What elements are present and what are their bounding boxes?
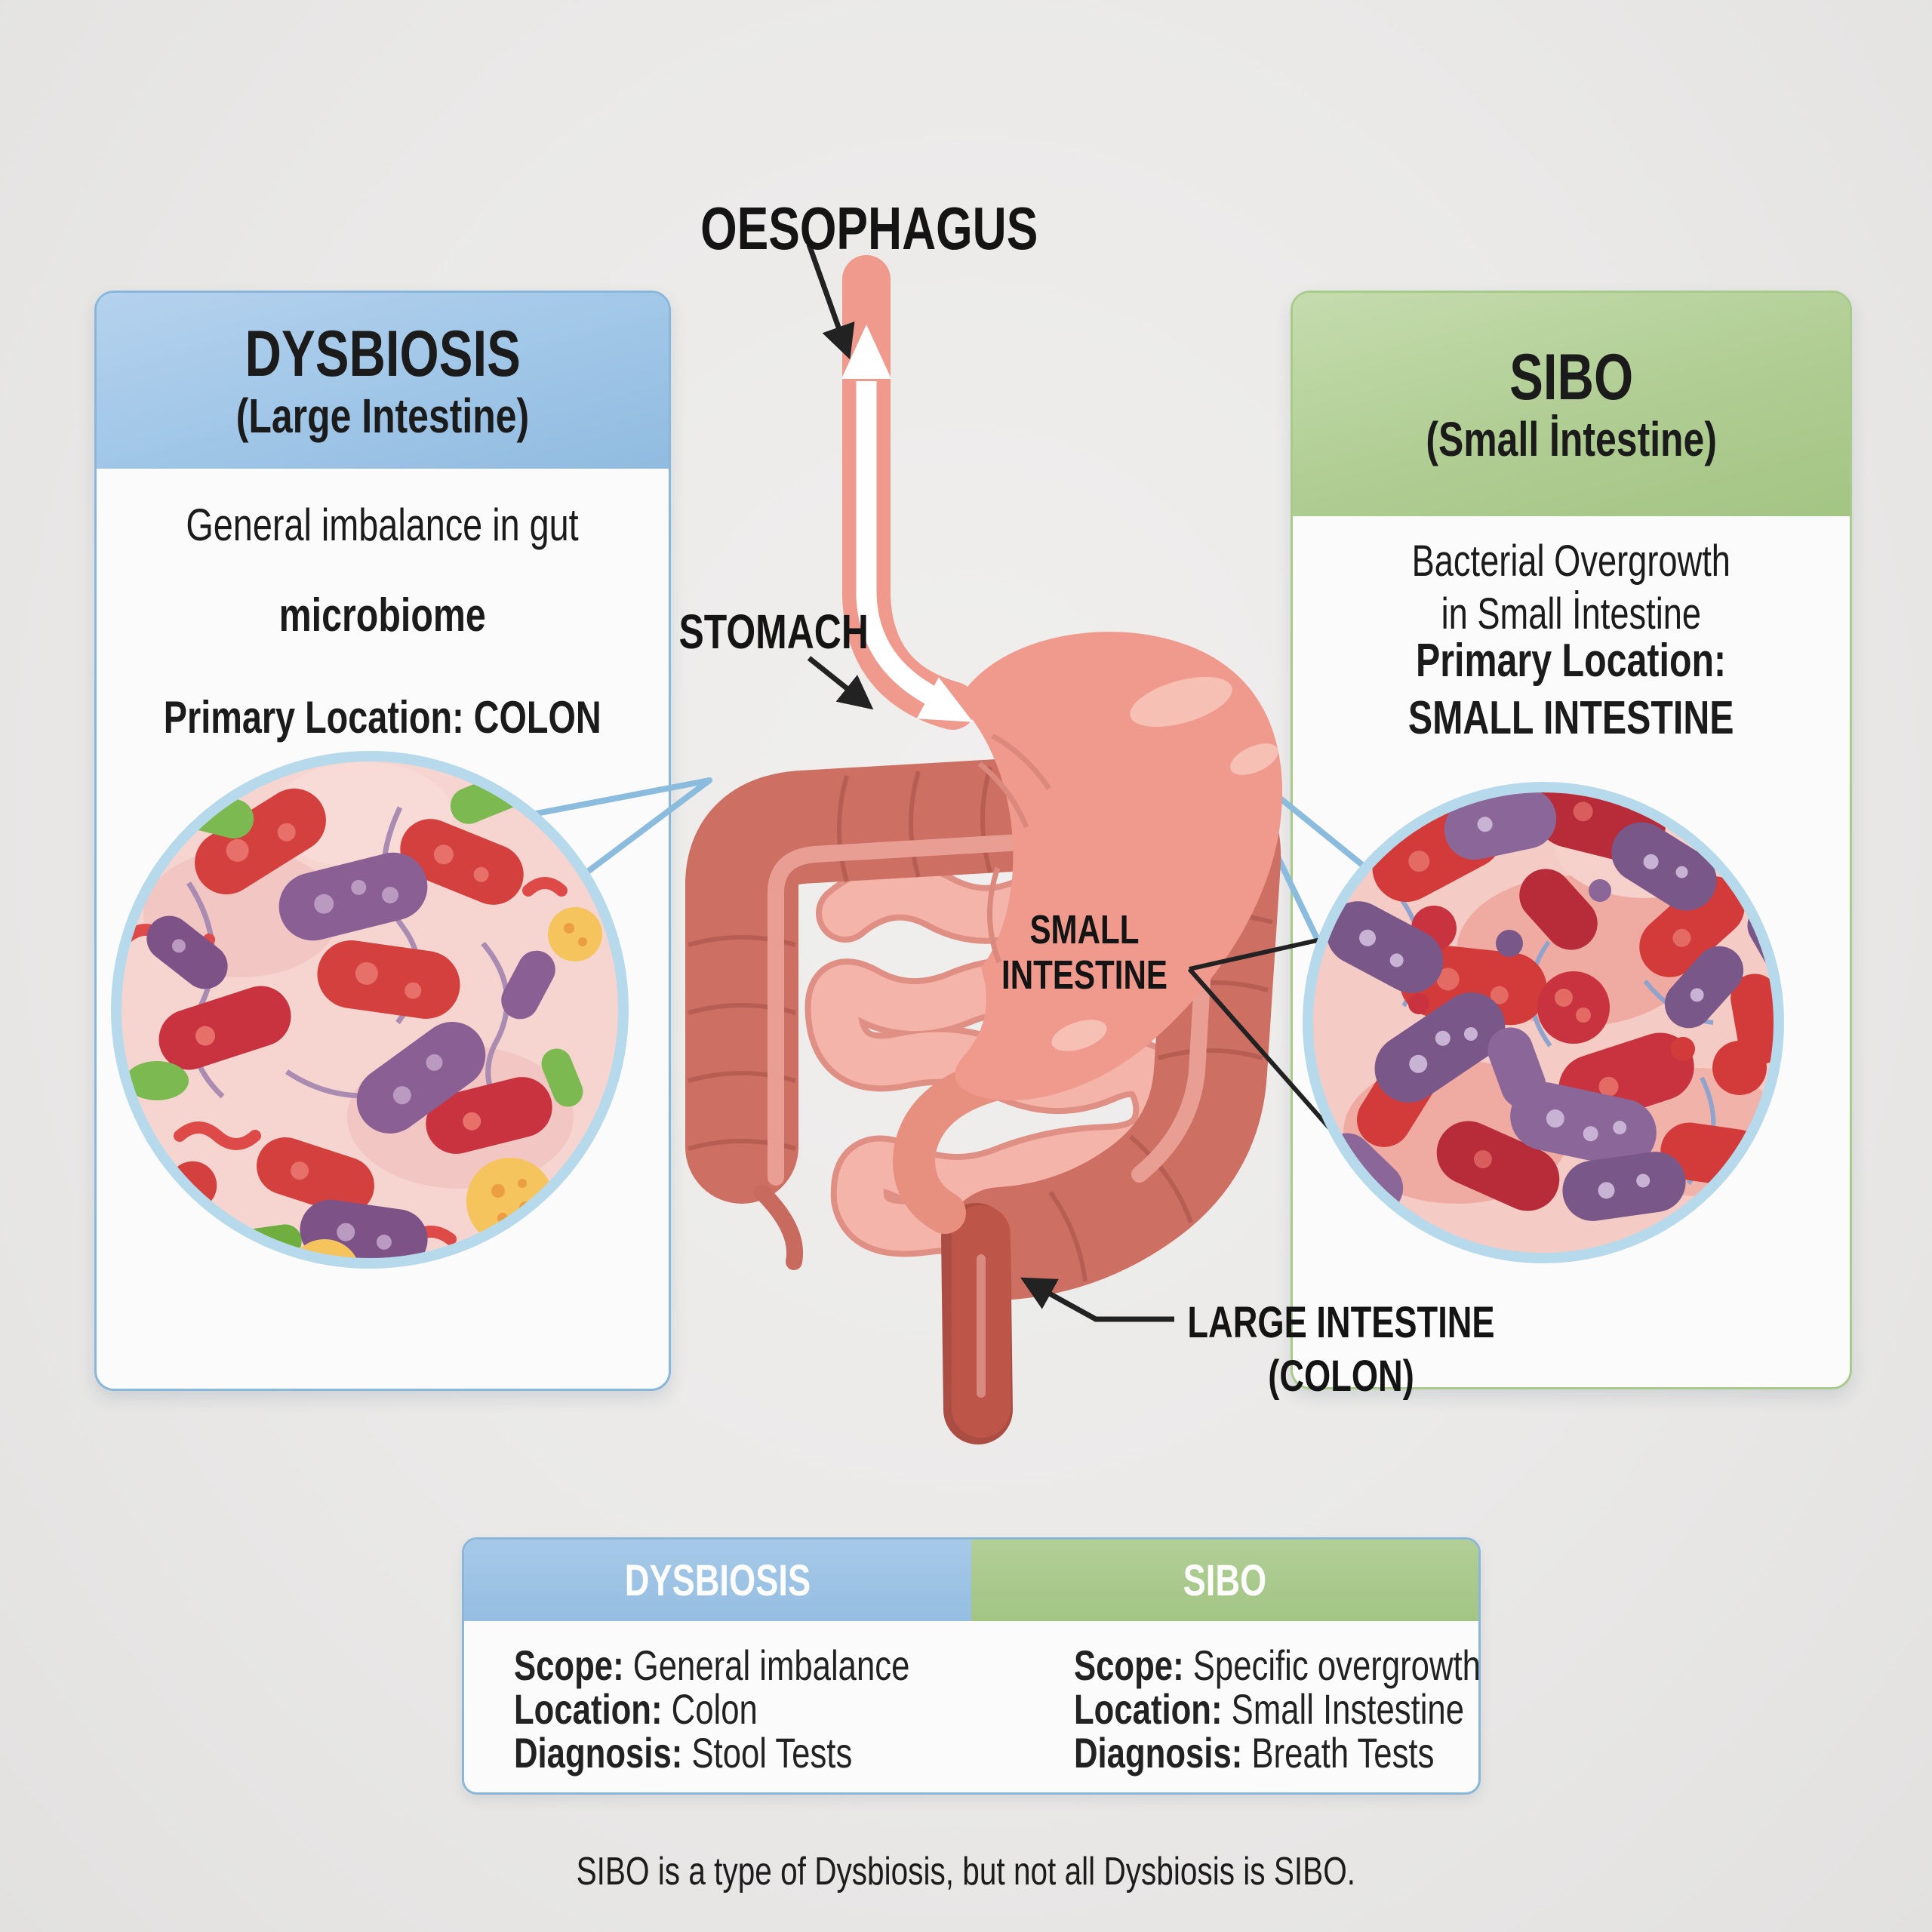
- stomach-highlights: [1051, 676, 1278, 1051]
- sibo-card-header: SIBO (Small İntestine): [1293, 293, 1850, 516]
- table-row: Scope: General imbalance: [514, 1641, 910, 1689]
- comparison-table: DYSBIOSIS SIBO Scope: General imbalance …: [462, 1537, 1481, 1795]
- comparison-table-header-row: DYSBIOSIS SIBO: [464, 1540, 1478, 1621]
- reflux-double-arrow: [841, 325, 974, 722]
- oesophagus-label: OESOPHAGUS: [700, 195, 1038, 262]
- sibo-title: SIBO: [1509, 341, 1633, 414]
- table-row: Diagnosis: Stool Tests: [514, 1729, 853, 1777]
- colon-haustra-creases: [688, 758, 1273, 1282]
- sibo-body-line1: Bacterial Overgrowth: [1411, 537, 1731, 586]
- table-header-dysbiosis: DYSBIOSIS: [464, 1540, 971, 1621]
- sibo-card: SIBO (Small İntestine) Bacterial Overgro…: [1291, 291, 1852, 1389]
- table-row: Location: Small Instestine: [1074, 1685, 1465, 1733]
- comparison-table-body: Scope: General imbalance Location: Colon…: [464, 1621, 1481, 1777]
- sibo-location-line1: Primary Location:: [1416, 635, 1727, 687]
- table-column-sibo: Scope: Specific overgrowth Location: Sma…: [1021, 1621, 1481, 1777]
- stomach-organ: [955, 632, 1283, 1101]
- duodenum-organ: [893, 1058, 1017, 1234]
- stomach-arrow: [807, 656, 874, 710]
- large-intestine-organ: [685, 749, 1281, 1300]
- dysbiosis-location-line: Primary Location: COLON: [164, 692, 601, 743]
- appendix-organ: [754, 1184, 803, 1270]
- dysbiosis-subtitle: (Large Intestine): [235, 388, 530, 443]
- sibo-subtitle: (Small İntestine): [1426, 412, 1717, 467]
- stomach-label: STOMACH: [678, 605, 869, 659]
- dysbiosis-card: DYSBIOSIS (Large Intestine) General imba…: [94, 291, 671, 1391]
- sibo-body-line2: in Small İntestine: [1441, 589, 1702, 638]
- footer-caption: SIBO is a type of Dysbiosis, but not all…: [576, 1850, 1356, 1894]
- table-column-dysbiosis: Scope: General imbalance Location: Colon…: [464, 1621, 1021, 1777]
- dysbiosis-body-line2: microbiome: [278, 589, 487, 641]
- label-arrows: [806, 243, 1342, 1322]
- table-header-sibo: SIBO: [971, 1540, 1478, 1621]
- small-intestine-label: SMALL INTESTINE: [1001, 907, 1168, 998]
- sibo-location-line2: SMALL INTESTINE: [1408, 692, 1734, 744]
- colon-tenia-band: [768, 825, 1216, 1186]
- table-row: Location: Colon: [514, 1685, 758, 1733]
- dysbiosis-title: DYSBIOSIS: [245, 317, 521, 390]
- dysbiosis-card-header: DYSBIOSIS (Large Intestine): [97, 293, 669, 469]
- table-row: Scope: Specific overgrowth: [1074, 1641, 1481, 1689]
- dysbiosis-body-line1: General imbalance in gut: [186, 500, 580, 550]
- table-row: Diagnosis: Breath Tests: [1074, 1729, 1435, 1777]
- large-intestine-label: LARGE INTESTINE (COLON): [1187, 1298, 1495, 1401]
- rectum-organ: [941, 1203, 1013, 1444]
